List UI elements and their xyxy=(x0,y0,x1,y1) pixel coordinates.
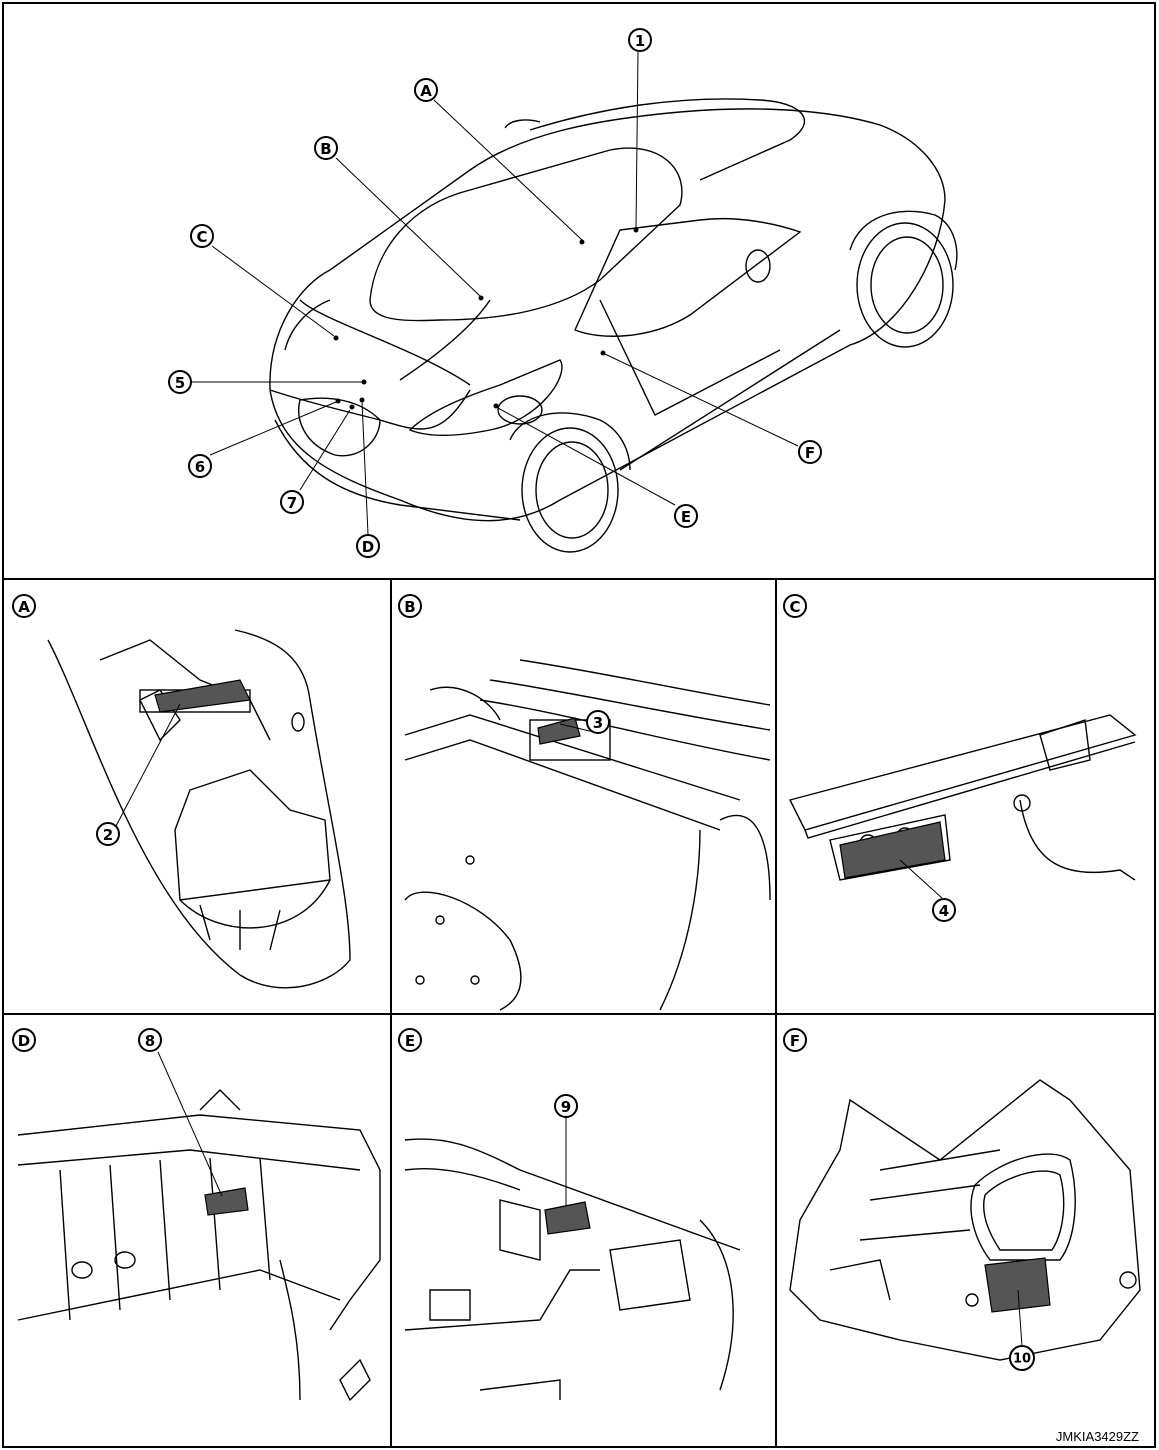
svg-text:1: 1 xyxy=(635,32,645,50)
panel-C-label: C xyxy=(783,594,807,618)
svg-text:5: 5 xyxy=(175,374,185,392)
part-callout-8: 8 xyxy=(138,1028,162,1052)
callout-1: 1 xyxy=(628,28,652,52)
part-callout-3: 3 xyxy=(586,710,610,734)
svg-text:D: D xyxy=(362,538,374,556)
svg-text:4: 4 xyxy=(939,902,949,920)
panel-D-label: D xyxy=(12,1028,36,1052)
part-callout-10: 10 xyxy=(1009,1345,1035,1371)
svg-text:7: 7 xyxy=(287,494,297,512)
svg-text:C: C xyxy=(196,228,207,246)
svg-text:A: A xyxy=(420,82,432,100)
svg-text:9: 9 xyxy=(561,1098,571,1116)
panel-A-illustration xyxy=(47,629,351,989)
panel-E-label: E xyxy=(398,1028,422,1052)
svg-text:6: 6 xyxy=(195,458,205,476)
panel-E-illustration xyxy=(404,1118,741,1400)
panel-F-label: F xyxy=(783,1028,807,1052)
svg-text:F: F xyxy=(790,1032,800,1050)
panel-B-label: B xyxy=(398,594,422,618)
car-illustration xyxy=(269,98,958,553)
callout-C: C xyxy=(190,224,214,248)
svg-text:B: B xyxy=(404,598,415,616)
col-divider-right-row1 xyxy=(775,578,777,1448)
svg-text:8: 8 xyxy=(145,1032,155,1050)
col-divider-left-row1 xyxy=(390,578,392,1448)
panel-D-illustration xyxy=(17,1051,381,1402)
callout-D: D xyxy=(356,534,380,558)
panel-C-illustration xyxy=(788,714,1137,899)
callout-A: A xyxy=(414,78,438,102)
svg-text:C: C xyxy=(789,598,800,616)
svg-text:E: E xyxy=(681,508,691,526)
part-callout-4: 4 xyxy=(932,898,956,922)
svg-text:D: D xyxy=(18,1032,30,1050)
svg-text:A: A xyxy=(18,598,30,616)
row-divider-top xyxy=(2,578,1156,580)
row-divider-bottom xyxy=(2,1013,1156,1015)
callout-B: B xyxy=(314,136,338,160)
panel-A-label: A xyxy=(12,594,36,618)
callout-F: F xyxy=(798,440,822,464)
callout-5: 5 xyxy=(168,370,192,394)
callout-E: E xyxy=(674,504,698,528)
callout-7: 7 xyxy=(280,490,304,514)
svg-text:B: B xyxy=(320,140,331,158)
callout-6: 6 xyxy=(188,454,212,478)
svg-text:E: E xyxy=(405,1032,415,1050)
panel-B-illustration xyxy=(404,659,771,1011)
svg-text:F: F xyxy=(805,444,815,462)
svg-text:10: 10 xyxy=(1013,1352,1031,1367)
main-leader-lines xyxy=(192,51,799,535)
panel-F-illustration xyxy=(789,1079,1141,1361)
part-callout-2: 2 xyxy=(96,822,120,846)
svg-text:3: 3 xyxy=(593,714,603,732)
svg-text:2: 2 xyxy=(103,826,113,844)
part-callout-9: 9 xyxy=(554,1094,578,1118)
figure-code: JMKIA3429ZZ xyxy=(1055,1429,1139,1444)
